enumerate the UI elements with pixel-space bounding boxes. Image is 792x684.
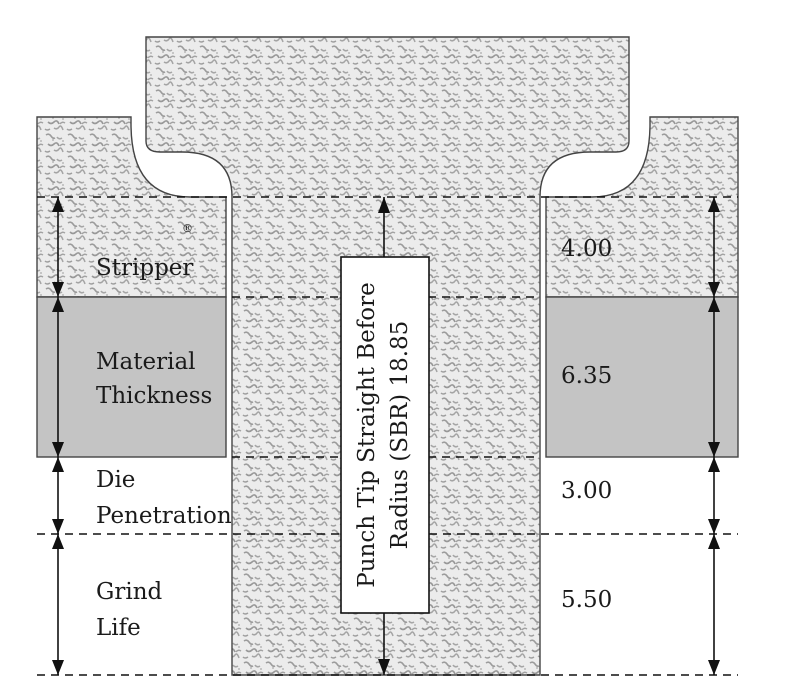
left-dimension-arrows bbox=[52, 197, 64, 675]
sbr-label-box bbox=[340, 256, 430, 614]
material-label-line2: Thickness bbox=[96, 383, 212, 409]
stripper-value: 4.00 bbox=[561, 236, 612, 262]
material-label-line1: Material bbox=[96, 349, 196, 375]
grind-label-line2: Life bbox=[96, 615, 141, 641]
die-value: 3.00 bbox=[561, 478, 612, 504]
left-material-block bbox=[36, 296, 227, 458]
right-material-block bbox=[545, 296, 739, 458]
sbr-label-line1: Punch Tip Straight Before bbox=[354, 282, 380, 587]
stripper-label: Stripper bbox=[96, 255, 193, 281]
right-stripper-block bbox=[545, 116, 739, 298]
right-dimension-arrows bbox=[708, 197, 720, 675]
die-label-line2: Penetration bbox=[96, 503, 232, 529]
grind-value: 5.50 bbox=[561, 587, 612, 613]
die-label-line1: Die bbox=[96, 467, 135, 493]
stripper-registered-mark: ® bbox=[182, 222, 193, 235]
material-value: 6.35 bbox=[561, 363, 612, 389]
grind-label-line1: Grind bbox=[96, 579, 163, 605]
sbr-label-line2: Radius (SBR) 18.85 bbox=[387, 321, 413, 550]
